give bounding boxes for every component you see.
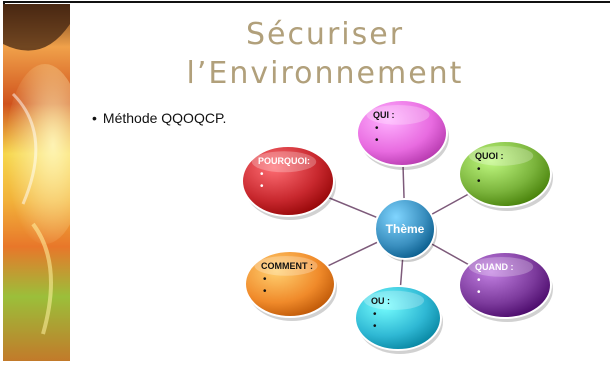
node-highlight: [254, 255, 318, 276]
node-highlight: [363, 290, 425, 310]
node-bullet: •: [477, 275, 481, 286]
bullet-item: • Méthode QQOQCP.: [92, 110, 226, 126]
node-bullet: •: [263, 286, 267, 297]
bullet-dot-icon: •: [92, 110, 97, 126]
diagram-node: POURQUOI: ••: [241, 145, 336, 220]
diagram-node: QUOI : ••: [458, 140, 553, 211]
node-highlight: [366, 104, 430, 125]
qqoqcp-diagram: QUI :••QUOI :••QUAND :••OU :••COMMENT :•…: [241, 99, 553, 354]
node-bullet: •: [260, 169, 264, 180]
node-circle: [356, 99, 448, 167]
node-label: QUI :: [373, 110, 395, 120]
node-label: POURQUOI:: [258, 156, 310, 166]
node-circle: [241, 145, 335, 217]
bullet-text: Méthode QQOQCP.: [102, 110, 227, 126]
node-highlight: [468, 256, 534, 277]
node-label: QUAND :: [475, 262, 514, 272]
node-label: COMMENT :: [261, 261, 313, 271]
diagram-center: Thème: [374, 198, 437, 262]
slide-title-line-1: Sécuriser: [245, 17, 405, 52]
decorative-photo-band: [3, 4, 70, 361]
slide-title-line-2: l’Environnement: [186, 56, 464, 91]
node-bullet: •: [260, 181, 264, 192]
diagram-node: QUI : ••: [356, 99, 449, 170]
node-bullet: •: [477, 287, 481, 298]
node-bullet: •: [375, 123, 379, 134]
node-circle: [458, 140, 552, 208]
node-bullet: •: [373, 309, 377, 320]
node-bullet: •: [373, 321, 377, 332]
diagram-node: COMMENT : ••: [244, 250, 337, 321]
node-label: QUOI :: [475, 151, 504, 161]
node-bullet: •: [375, 135, 379, 146]
node-highlight: [251, 151, 317, 173]
diagram-node: OU : ••: [354, 285, 443, 354]
node-circle: [354, 285, 442, 351]
node-bullet: •: [477, 176, 481, 187]
node-circle: [458, 251, 552, 319]
diagram-node: QUAND : ••: [458, 251, 553, 322]
node-circle: [244, 250, 336, 318]
center-label: Thème: [386, 222, 425, 236]
node-bullet: •: [477, 164, 481, 175]
photo-band-image: [3, 4, 70, 361]
node-highlight: [468, 145, 534, 166]
node-bullet: •: [263, 274, 267, 285]
node-label: OU :: [371, 296, 390, 306]
center-circle: [374, 198, 436, 260]
